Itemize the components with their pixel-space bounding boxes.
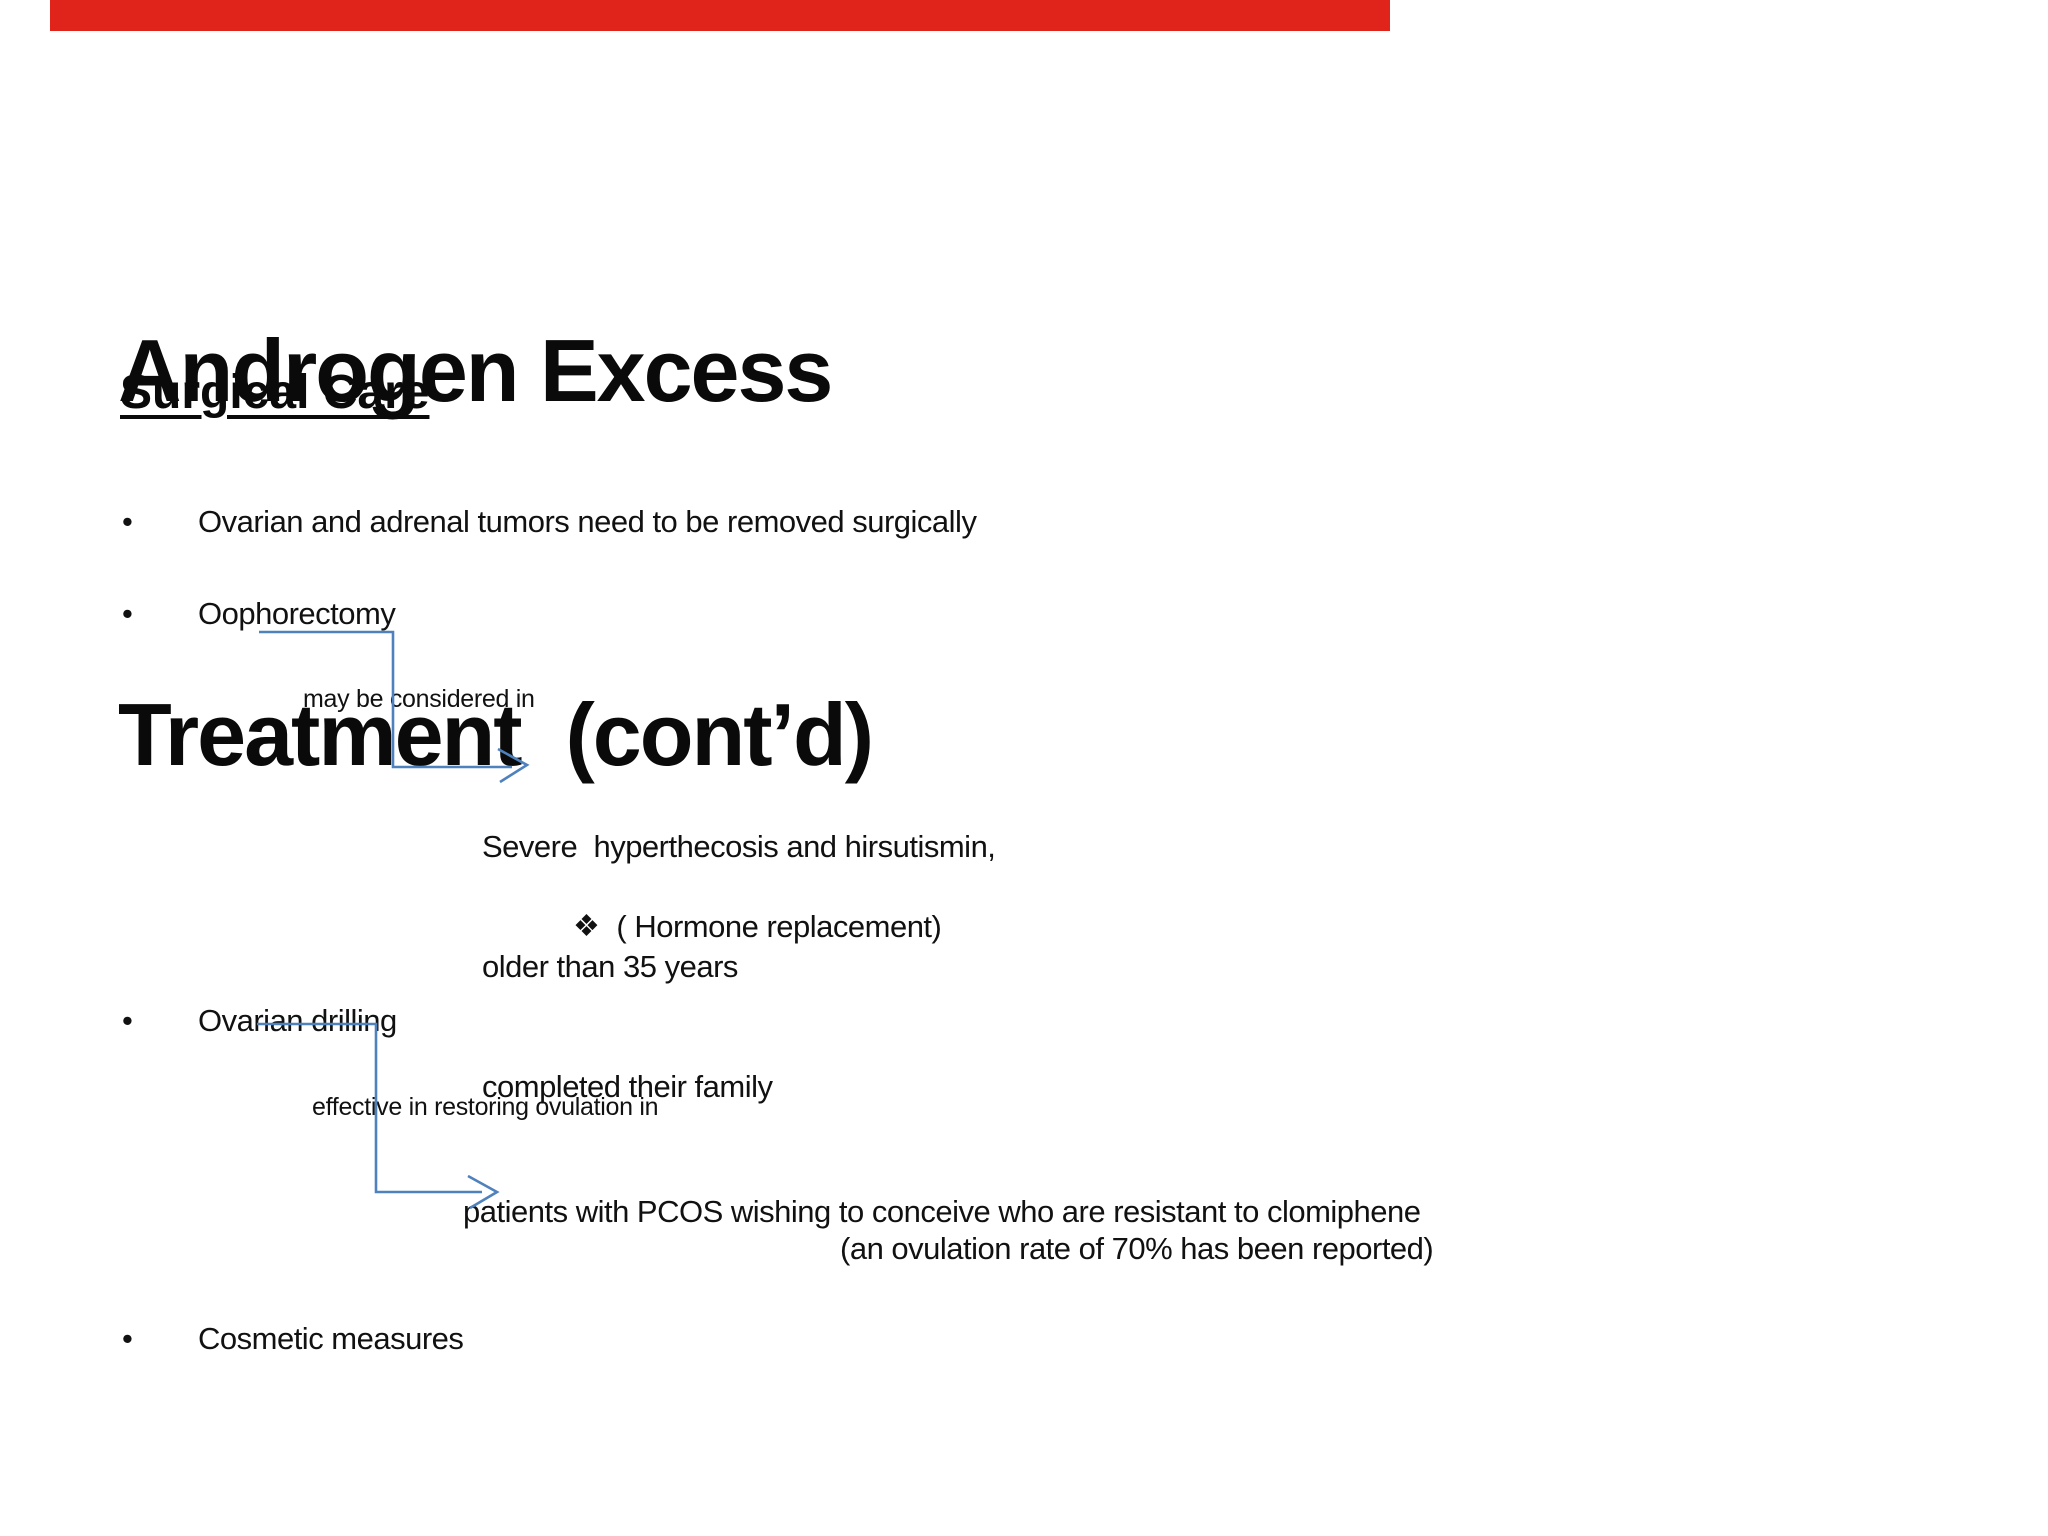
bullet-dot: •: [122, 1003, 133, 1038]
bullet-label: Cosmetic measures: [198, 1321, 464, 1356]
drilling-detail-line2: (an ovulation rate of 70% has been repor…: [840, 1231, 1434, 1266]
bullet-item-tumors: • Ovarian and adrenal tumors need to be …: [122, 502, 977, 542]
detail-line-older: older than 35 years: [482, 949, 738, 984]
bullet-label: Ovarian and adrenal tumors need to be re…: [198, 504, 977, 539]
section-heading: Surgical Care: [120, 366, 430, 419]
hormone-replacement-item: ❖ ( Hormone replacement): [573, 907, 942, 947]
oophorectomy-detail-block: Severe hyperthecosis and hirsutismin, ol…: [482, 747, 996, 1187]
top-red-bar: [50, 0, 1390, 31]
title-line-1: Androgen Excess: [118, 320, 833, 420]
bullet-label: Ovarian drilling: [198, 1003, 397, 1038]
note-may-be-considered-in: may be considered in: [303, 685, 535, 713]
bullet-dot: •: [122, 1321, 133, 1356]
detail-line-severe: Severe hyperthecosis and hirsutismin,: [482, 829, 996, 864]
detail-line-completed: completed their family: [482, 1069, 773, 1104]
bullet-item-ovarian-drilling: • Ovarian drilling: [122, 1001, 397, 1041]
hormone-label: ( Hormone replacement): [616, 909, 942, 944]
bullet-item-oophorectomy: • Oophorectomy: [122, 594, 396, 634]
bullet-dot: •: [122, 504, 133, 539]
bullet-label: Oophorectomy: [198, 596, 396, 631]
bullet-item-cosmetic: • Cosmetic measures: [122, 1319, 464, 1359]
bullet-dot: •: [122, 596, 133, 631]
diamond-bullet-icon: ❖: [573, 910, 600, 943]
drilling-detail-line1: patients with PCOS wishing to conceive w…: [463, 1194, 1421, 1229]
